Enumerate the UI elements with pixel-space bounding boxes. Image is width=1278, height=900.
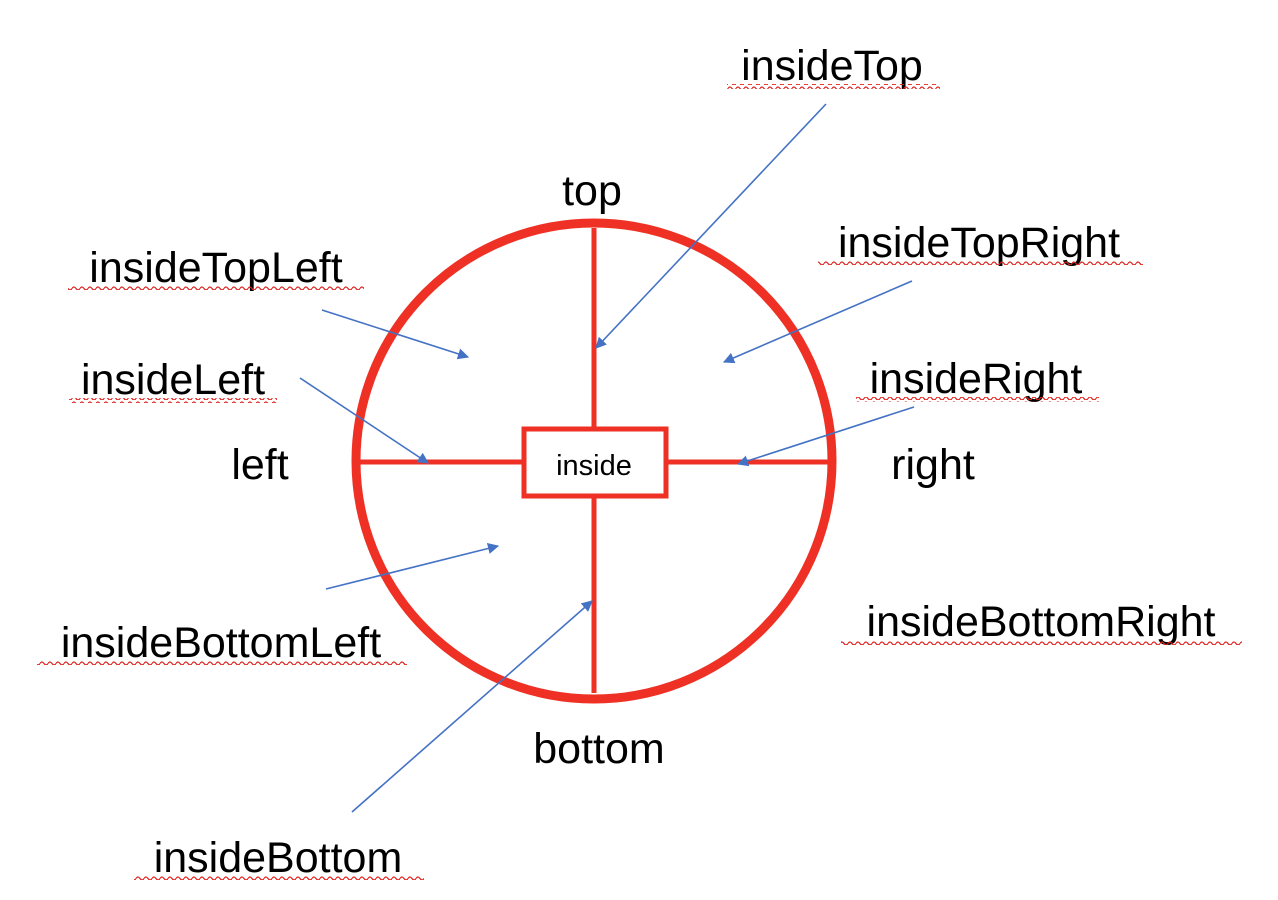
label-insideBottomLeft: insideBottomLeft (61, 619, 381, 667)
label-left: left (231, 441, 288, 489)
spellcheck-underline (727, 84, 940, 89)
spellcheck-underline (856, 397, 1099, 402)
arrow-insideLeft (299, 377, 429, 464)
arrow-insideTopRight (722, 280, 913, 364)
arrow-insideTopLeft (321, 309, 470, 360)
label-insideTopLeft: insideTopLeft (89, 244, 342, 292)
arrow-insideBottom (351, 600, 593, 813)
spellcheck-underline (134, 876, 424, 881)
spellcheck-underline (68, 286, 364, 291)
spellcheck-underline (841, 640, 1242, 645)
inside-box (521, 426, 669, 499)
label-insideBottom: insideBottom (154, 834, 403, 882)
arrow-insideRight (736, 406, 915, 467)
label-inside: inside (556, 450, 632, 482)
label-insideTop: insideTop (741, 42, 923, 90)
label-insideLeft: insideLeft (81, 356, 265, 404)
label-top: top (562, 167, 622, 215)
arrow-insideBottomLeft (325, 543, 500, 590)
arrow-insideTop (595, 103, 827, 349)
label-right: right (891, 441, 975, 489)
label-insideRight: insideRight (870, 355, 1083, 403)
label-bottom: bottom (533, 725, 664, 773)
label-insideTopRight: insideTopRight (838, 219, 1120, 267)
spellcheck-underline (818, 261, 1143, 266)
label-insideBottomRight: insideBottomRight (867, 598, 1216, 646)
spellcheck-underline (69, 398, 277, 403)
spellcheck-underline (37, 661, 407, 666)
